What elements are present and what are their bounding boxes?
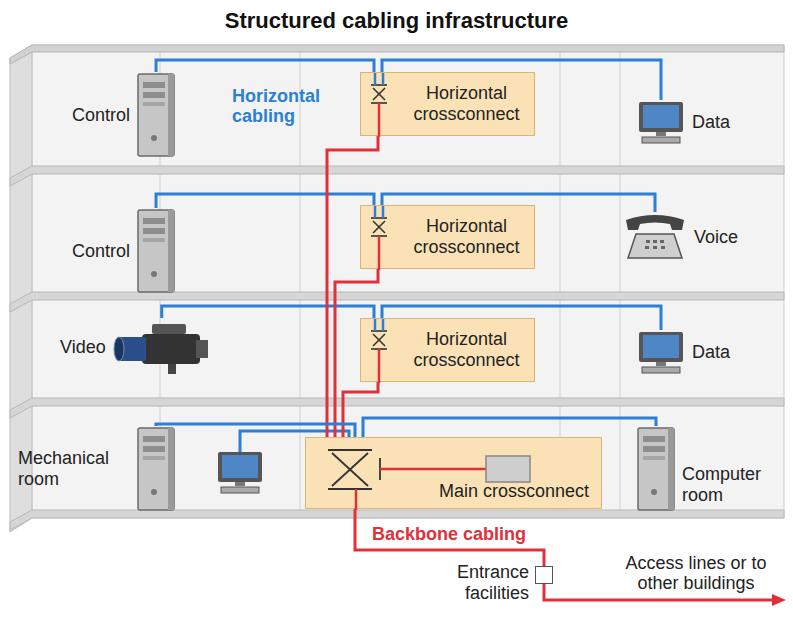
crossconnect-symbol [361, 206, 397, 270]
device-label: Mechanical room [18, 448, 130, 490]
cabling-label: Horizontal cabling [232, 86, 344, 126]
crossconnect-box: Horizontal crossconnect [360, 318, 535, 382]
main-crossconnect-box: Main crossconnect [305, 437, 602, 509]
device-label: Control [72, 105, 130, 126]
box-label: Horizontal crossconnect [405, 83, 528, 125]
device-label: Control [72, 241, 130, 262]
video-camera [112, 318, 212, 376]
device-node: Control [72, 72, 176, 158]
computer-tower [136, 208, 176, 294]
horizontal-cable [156, 60, 374, 72]
wall-grid [160, 50, 620, 512]
device-node: Data [636, 100, 730, 144]
crossconnect-box: Horizontal crossconnect [360, 72, 535, 136]
device-node: Computer room [636, 426, 772, 512]
crossconnect-symbol [361, 319, 397, 383]
device-label: Data [692, 342, 730, 363]
diagram-title: Structured cabling infrastructure [0, 8, 793, 34]
device-label: Video [60, 337, 106, 358]
device-node: Video [60, 318, 212, 376]
computer-tower [136, 72, 176, 158]
box-label: Horizontal crossconnect [405, 216, 528, 258]
entrance-box [535, 566, 553, 584]
backbone-cable [343, 382, 378, 437]
monitor-icon [636, 100, 686, 144]
device-node: Control [72, 208, 176, 294]
crossconnect-symbol [361, 73, 397, 137]
backbone-cable [327, 136, 378, 437]
entrance-facility: Entrance facilities [449, 566, 553, 604]
device-label: Computer room [682, 464, 772, 506]
telephone-icon [622, 212, 688, 262]
workstation-icon [218, 452, 262, 493]
computer-tower [136, 426, 176, 512]
device-node: Data [636, 330, 730, 374]
device-label: Entrance facilities [449, 562, 529, 604]
device-node: Mechanical room [18, 426, 176, 512]
horizontal-cable [162, 306, 374, 318]
box-label: Main crossconnect [439, 481, 589, 502]
box-label: Horizontal crossconnect [405, 329, 528, 371]
monitor-icon [636, 330, 686, 374]
horizontal-cable [156, 424, 355, 437]
crossconnect-box: Horizontal crossconnect [360, 205, 535, 269]
note-label: Access lines or to other buildings [606, 553, 786, 593]
device-node: Voice [622, 212, 738, 262]
cabling-label: Backbone cabling [372, 524, 572, 544]
back-wall [32, 45, 784, 518]
device-label: Voice [694, 227, 738, 248]
device-label: Data [692, 112, 730, 133]
computer-tower [636, 426, 676, 512]
horizontal-cable [363, 418, 656, 437]
horizontal-cable [156, 194, 374, 208]
floor-slabs [10, 166, 784, 530]
arrow-head [772, 594, 786, 606]
